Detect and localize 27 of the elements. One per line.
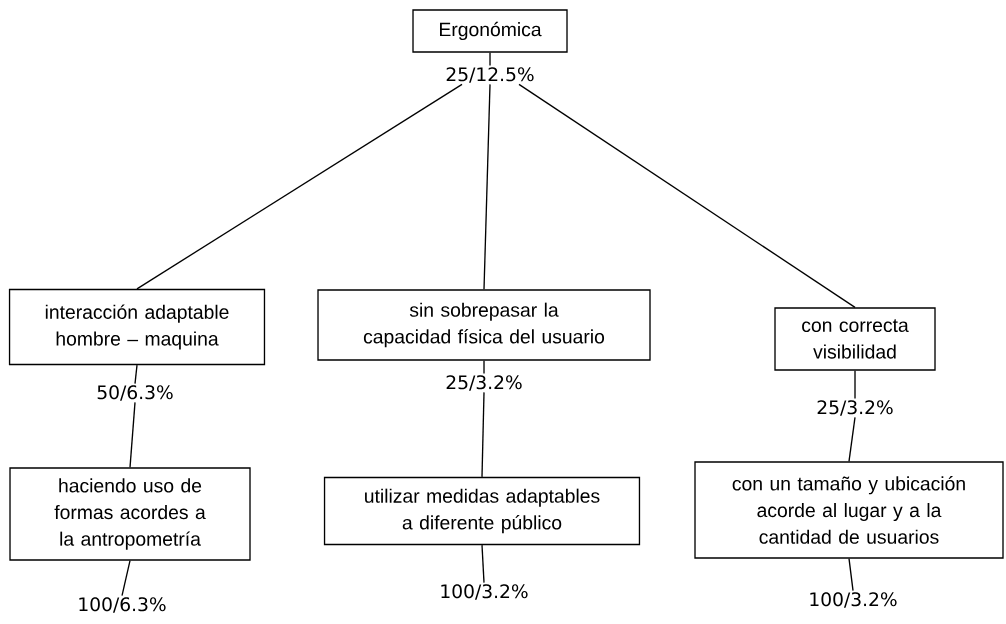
connector-line [134,364,138,385]
connector-line [483,360,485,375]
percentage-label: 100/6.3% [79,597,166,613]
connector-line [136,83,463,290]
connector-line [518,83,856,308]
concept-box: utilizar medidas adaptables a diferente público [323,476,641,546]
percentage-label: 25/3.2% [817,400,893,416]
concept-box: con un tamaño y ubicación acorde al lugar y a la cantidad de usuarios [694,461,1004,559]
connector-line [481,391,485,478]
concept-box: sin sobrepasar la capacidad física del usuario [317,289,651,361]
concept-box: con correcta visibilidad [774,307,936,371]
percentage-label: 50/6.3% [97,385,173,401]
connector-line [481,544,485,584]
concept-box: interacción adaptable hombre – maquina [8,288,266,366]
percentage-label: 25/12.5% [446,67,534,83]
connector-line [489,52,491,67]
connector-line [848,558,854,592]
connector-line [129,401,136,468]
connector-line [854,370,856,400]
percentage-label: 100/3.2% [810,592,897,608]
connector-line [121,560,131,597]
connector-line [483,83,491,290]
concept-box: haciendo uso de formas acordes a la antropometría [9,467,251,561]
percentage-label: 25/3.2% [446,375,522,391]
concept-box: Ergonómica [412,9,568,53]
percentage-label: 100/3.2% [441,584,528,600]
connector-line [848,416,856,462]
